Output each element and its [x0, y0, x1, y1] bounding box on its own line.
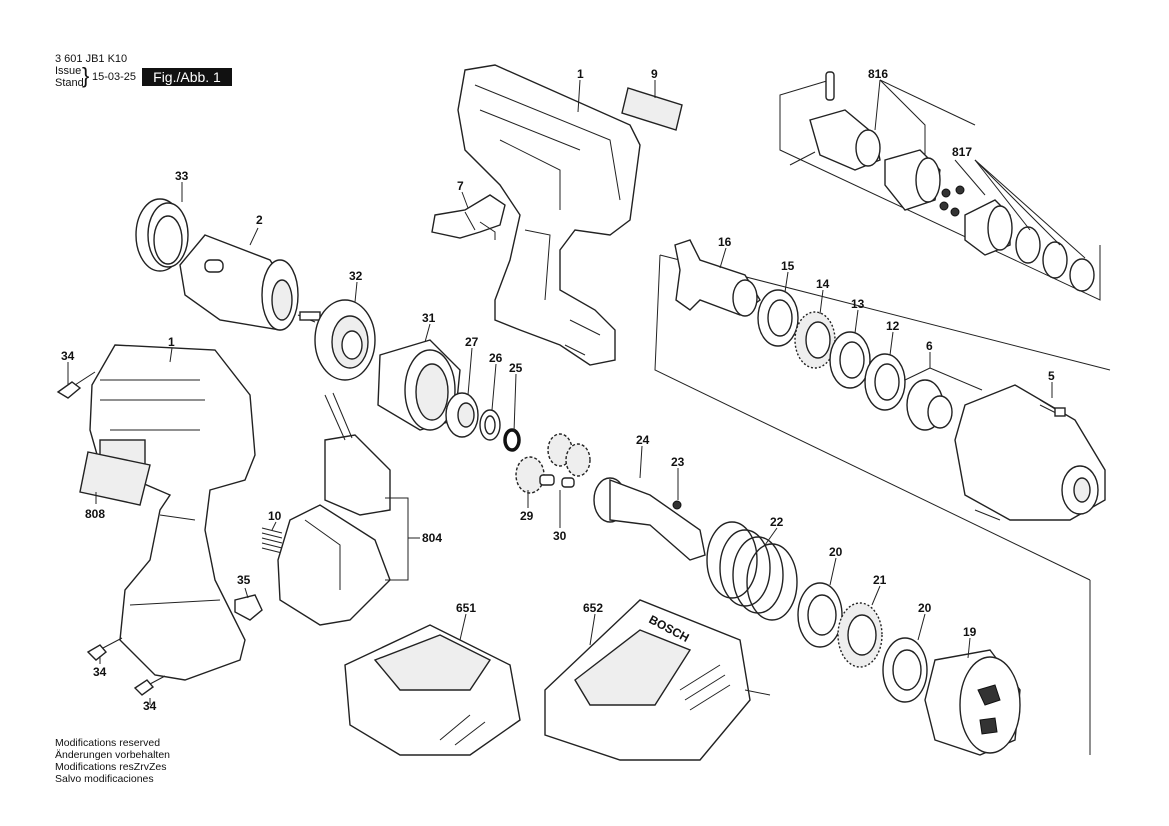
spring — [706, 521, 798, 621]
switch-paddle — [431, 194, 506, 240]
button-35 — [234, 594, 263, 621]
washer-20b — [882, 637, 928, 703]
charger: BOSCH — [544, 599, 771, 761]
part-label-32: 32 — [349, 269, 363, 283]
figure-label: Fig./Abb. 1 — [142, 68, 232, 86]
part-label-1: 1 — [577, 67, 584, 81]
part-label-808: 808 — [85, 507, 105, 521]
bearing-27 — [445, 392, 479, 438]
ring-gear-32 — [314, 299, 376, 381]
issue-date: 15-03-25 — [92, 71, 137, 83]
part-labels: 1 9 7 33 2 32 31 27 26 25 24 23 29 30 16… — [61, 67, 1055, 713]
part-label-24: 24 — [636, 433, 650, 447]
part-label-21: 21 — [873, 573, 887, 587]
part-label-2: 2 — [256, 213, 263, 227]
part-label-651: 651 — [456, 601, 476, 615]
part-label-34b: 34 — [93, 665, 107, 679]
ring-33 — [135, 198, 189, 272]
part-label-1b: 1 — [168, 335, 175, 349]
part-label-33: 33 — [175, 169, 189, 183]
part-label-652: 652 — [583, 601, 603, 615]
part-label-5: 5 — [1048, 369, 1055, 383]
part-label-19: 19 — [963, 625, 977, 639]
part-label-804: 804 — [422, 531, 442, 545]
part-label-14: 14 — [816, 277, 830, 291]
needle-bearing-14 — [794, 311, 836, 369]
leader-lines — [67, 79, 1086, 705]
screw-34a — [56, 371, 96, 399]
modifications-notes: Modifications reserved Änderungen vorbeh… — [55, 737, 170, 785]
part-label-34c: 34 — [143, 699, 157, 713]
label-808 — [79, 451, 151, 506]
chuck-set-816 — [789, 71, 941, 211]
part-label-7: 7 — [457, 179, 464, 193]
stand-label: Stand — [55, 77, 84, 89]
part-label-10: 10 — [268, 509, 282, 523]
part-label-16: 16 — [718, 235, 732, 249]
part-label-13: 13 — [851, 297, 865, 311]
part-label-817: 817 — [952, 145, 972, 159]
washer-26 — [479, 409, 501, 441]
washer-12 — [864, 353, 906, 411]
note-line: Salvo modificaciones — [55, 773, 154, 785]
issue-label: Issue — [55, 65, 82, 77]
switch-804 — [277, 392, 391, 626]
spindle — [593, 477, 706, 561]
washer-15 — [757, 289, 799, 347]
planet-gears — [515, 433, 591, 494]
needle-bearing-21 — [837, 602, 883, 668]
part-label-25: 25 — [509, 361, 523, 375]
brace: } — [82, 63, 90, 88]
part-label-23: 23 — [671, 455, 685, 469]
part-label-29: 29 — [520, 509, 534, 523]
note-line: Modifications resZrvZes — [55, 761, 167, 773]
part-label-6: 6 — [926, 339, 933, 353]
screw-34b — [86, 637, 123, 661]
part-label-34a: 34 — [61, 349, 75, 363]
o-ring-25 — [503, 428, 521, 452]
screw-34c — [133, 675, 166, 696]
label-sticker — [621, 87, 683, 131]
note-line: Modifications reserved — [55, 737, 161, 749]
part-label-20b: 20 — [918, 601, 932, 615]
motor — [179, 234, 321, 331]
part-label-9: 9 — [651, 67, 658, 81]
part-label-12: 12 — [886, 319, 900, 333]
screw-5 — [1039, 399, 1066, 417]
part-label-31: 31 — [422, 311, 436, 325]
washer-13 — [829, 331, 871, 389]
part-label-27: 27 — [465, 335, 479, 349]
hammer — [924, 649, 1021, 756]
doc-number: 3 601 JB1 K10 — [55, 53, 128, 65]
anvil-16 — [674, 239, 761, 317]
part-label-20a: 20 — [829, 545, 843, 559]
part-label-30: 30 — [553, 529, 567, 543]
part-label-816: 816 — [868, 67, 888, 81]
housing-half-top — [457, 64, 641, 366]
part-label-15: 15 — [781, 259, 795, 273]
spring-10 — [261, 527, 283, 554]
bushing-6 — [906, 379, 953, 431]
washer-20a — [797, 582, 843, 648]
housing-half-front — [89, 344, 256, 681]
hammer-case — [954, 384, 1106, 521]
battery-pack — [344, 624, 521, 756]
note-line: Änderungen vorbehalten — [55, 749, 171, 761]
ring-gear-31 — [377, 339, 461, 431]
part-label-35: 35 — [237, 573, 251, 587]
part-label-26: 26 — [489, 351, 503, 365]
part-label-22: 22 — [770, 515, 784, 529]
